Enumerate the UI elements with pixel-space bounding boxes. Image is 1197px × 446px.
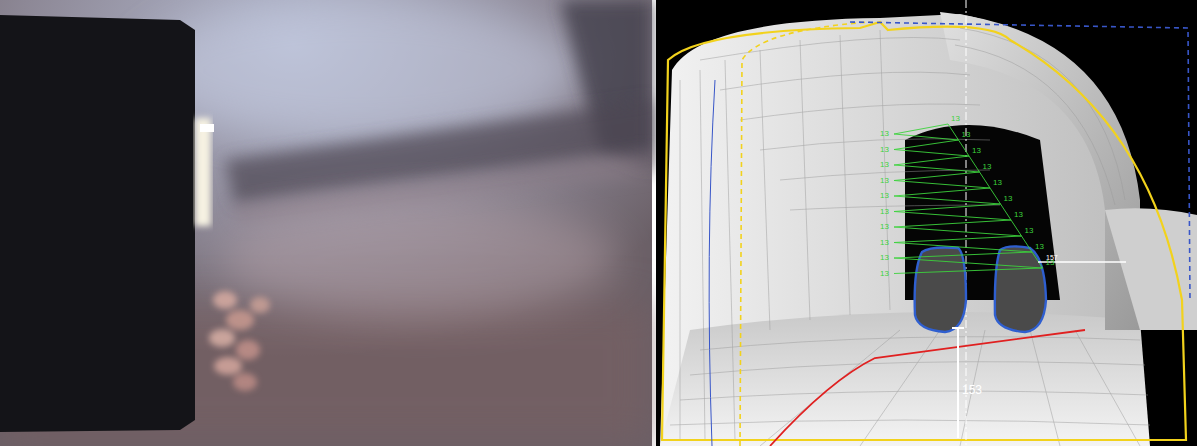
tunnel-model bbox=[656, 0, 1197, 446]
scan-label: 13 bbox=[972, 147, 981, 155]
scan-edge bbox=[948, 124, 1043, 268]
scan-label: 13 bbox=[1025, 227, 1034, 235]
scan-lines bbox=[894, 124, 1043, 274]
scan-label: 13 bbox=[1014, 211, 1023, 219]
scan-label: 13 bbox=[880, 146, 889, 154]
dimension-value: 157 bbox=[1046, 254, 1058, 261]
scan-label: 13 bbox=[880, 192, 889, 200]
inspection-photo bbox=[0, 0, 652, 446]
scan-label: 13 bbox=[880, 239, 889, 247]
dimension-value: 153 bbox=[962, 384, 982, 396]
scan-label: 13 bbox=[880, 177, 889, 185]
scan-label: 13 bbox=[880, 130, 889, 138]
scan-label: 13 bbox=[880, 270, 889, 278]
scan-label: 13 bbox=[1004, 195, 1013, 203]
scan-label: 13 bbox=[1035, 243, 1044, 251]
scan-label: 13 bbox=[951, 115, 960, 123]
scan-label: 13 bbox=[880, 208, 889, 216]
scan-label: 13 bbox=[880, 223, 889, 231]
scan-label: 13 bbox=[880, 254, 889, 262]
scan-label: 13 bbox=[880, 161, 889, 169]
scan-label: 13 bbox=[983, 163, 992, 171]
scan-label: 13 bbox=[962, 131, 971, 139]
scan-label: 13 bbox=[993, 179, 1002, 187]
